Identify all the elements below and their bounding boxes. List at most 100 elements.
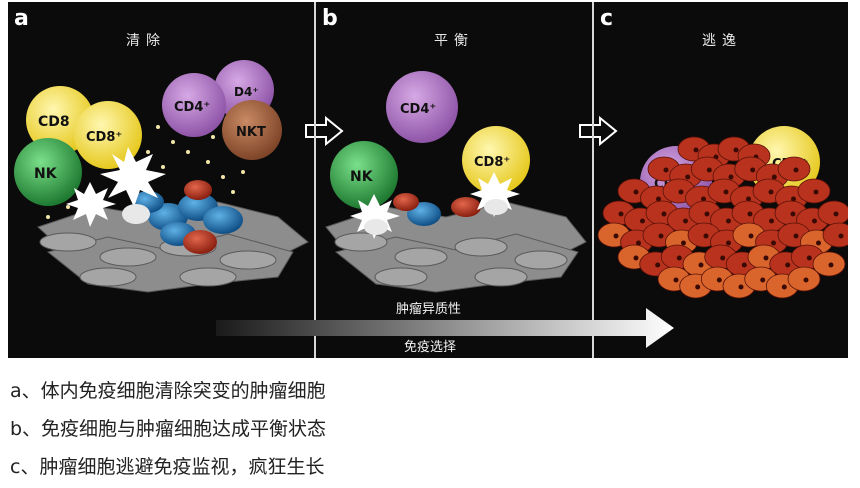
tumor-cells-blue — [132, 191, 243, 246]
tumor-cell-nucleus — [656, 196, 661, 202]
tumor-cell-nucleus — [771, 174, 777, 180]
tumor-cell-nucleus — [658, 233, 664, 239]
tumor-cell-nucleus — [828, 262, 834, 268]
tumor-cell-nucleus — [733, 147, 739, 153]
immunoediting-figure: a 清除 — [8, 2, 848, 358]
tumor-cell — [822, 222, 848, 248]
nk-label: NK — [34, 166, 58, 182]
tumor-cell-nucleus — [704, 211, 710, 217]
tumor-cell-nucleus — [763, 255, 769, 261]
tumor-cell-red — [183, 230, 217, 254]
tumor-cell-nucleus — [703, 233, 709, 239]
divider — [314, 2, 316, 358]
cd8-label: CD8 — [38, 114, 70, 130]
tumor-cell-nucleus — [693, 147, 699, 153]
panel-a-title: 清除 — [126, 33, 166, 49]
cd4-plus-label: CD4⁺ — [174, 100, 210, 115]
tumor-cell-nucleus — [790, 211, 796, 217]
tumor-cell-nucleus — [741, 262, 747, 268]
nk-cell — [330, 141, 398, 209]
tumor-cell-nucleus — [683, 218, 688, 224]
tumor-cell-nucleus — [738, 284, 744, 290]
tumor-cell-nucleus — [681, 240, 686, 246]
tumor-cell-red — [451, 197, 481, 217]
tumor-cell-nucleus — [838, 233, 844, 239]
cd4-plus-label: CD4⁺ — [400, 102, 436, 117]
tumor-cell-nucleus — [833, 211, 839, 217]
tumor-cell — [817, 200, 848, 226]
tumor-cell-nucleus — [678, 189, 684, 195]
tumor-cell-nucleus — [813, 189, 819, 195]
tumor-cell-nucleus — [685, 174, 691, 180]
tumor-cell-nucleus — [655, 262, 661, 268]
panel-b-letter: b — [322, 6, 338, 31]
tumor-cell-nucleus — [723, 189, 729, 195]
tumor-cell-nucleus — [812, 218, 817, 224]
panel-a-letter: a — [14, 6, 29, 31]
selection-arrow — [216, 308, 674, 348]
tumor-cell-red — [184, 180, 212, 200]
cd4-cell — [386, 71, 458, 143]
tumor-cell-nucleus — [768, 189, 774, 195]
tumor-cell-nucleus — [793, 167, 799, 173]
tumor-cell-nucleus — [716, 277, 722, 283]
divider — [592, 2, 594, 358]
tumor-cell-nucleus — [720, 255, 726, 261]
burst-icon — [100, 147, 166, 207]
tumor-cell-nucleus — [676, 255, 682, 261]
panel-c-letter: c — [600, 6, 614, 31]
tumor-cell-nucleus — [750, 167, 756, 173]
tumor-cell-nucleus — [816, 240, 821, 246]
tumor-mass — [597, 136, 848, 299]
caption-a: a、体内免疫细胞清除突变的肿瘤细胞 — [10, 380, 326, 402]
tumor-cell-nucleus — [633, 189, 639, 195]
tumor-cell-nucleus — [771, 240, 776, 246]
arrow-icon — [579, 116, 618, 146]
tumor-cell-nucleus — [746, 196, 751, 202]
panel-c-illustration: CD4 CD8⁺ — [597, 126, 848, 299]
panel-a: a 清除 — [8, 2, 313, 358]
nk-label: NK — [350, 169, 374, 185]
arrow-icon — [305, 116, 344, 146]
panel-a-illustration: CD8 CD8⁺ NK D4⁺ CD4⁺ NKT — [14, 60, 309, 293]
tumor-cell-nucleus — [760, 277, 766, 283]
nkt-cell — [222, 100, 282, 160]
panel-c-title: 逃逸 — [702, 33, 742, 49]
nkt-label: NKT — [236, 125, 266, 140]
tumor-cell-nucleus — [661, 211, 667, 217]
tumor-cell-nucleus — [640, 218, 645, 224]
cd4-partial-label: D4⁺ — [234, 85, 259, 99]
tumor-cell-nucleus — [791, 196, 796, 202]
tumor-cell-nucleus — [663, 167, 669, 173]
immune-selection-label: 免疫选择 — [404, 340, 457, 355]
tumor-cell-nucleus — [785, 262, 791, 268]
burst-icon — [66, 182, 116, 227]
cd8-plus-label: CD8⁺ — [86, 130, 122, 145]
tumor-cell-nucleus — [728, 174, 734, 180]
cd8-plus-cell — [462, 126, 530, 194]
nk-cell — [14, 138, 82, 206]
tumor-cell-nucleus — [803, 277, 809, 283]
cd8-plus-cell — [74, 101, 142, 169]
tumor-cell-nucleus — [695, 284, 701, 290]
tumor-cell-nucleus — [636, 240, 641, 246]
tumor-cell-nucleus — [673, 277, 679, 283]
tumor-cell-nucleus — [726, 218, 731, 224]
caption-c: c、肿瘤细胞逃避免疫监视，疯狂生长 — [10, 456, 325, 478]
tumor-cell-nucleus — [748, 233, 754, 239]
tumor-cell-nucleus — [769, 218, 774, 224]
caption-list: a、体内免疫细胞清除突变的肿瘤细胞 b、免疫细胞与肿瘤细胞达成平衡状态 c、肿瘤… — [10, 372, 850, 486]
tumor-cell-nucleus — [613, 233, 619, 239]
tumor-cell-nucleus — [793, 233, 799, 239]
lysed-cell — [484, 199, 508, 215]
heterogeneity-label: 肿瘤异质性 — [396, 302, 462, 317]
tumor-cell-nucleus — [618, 211, 624, 217]
tissue-layer — [325, 201, 587, 293]
tumor-cell-nucleus — [698, 262, 704, 268]
tumor-cell-red — [393, 193, 419, 211]
panel-b: b 平衡 CD4⁺ CD8⁺ NK — [316, 2, 592, 358]
panel-c: c 逃逸 CD4 CD8⁺ — [594, 2, 848, 358]
panel-b-title: 平衡 — [434, 33, 474, 49]
tumor-cell-nucleus — [747, 211, 753, 217]
caption-b: b、免疫细胞与肿瘤细胞达成平衡状态 — [10, 418, 327, 440]
